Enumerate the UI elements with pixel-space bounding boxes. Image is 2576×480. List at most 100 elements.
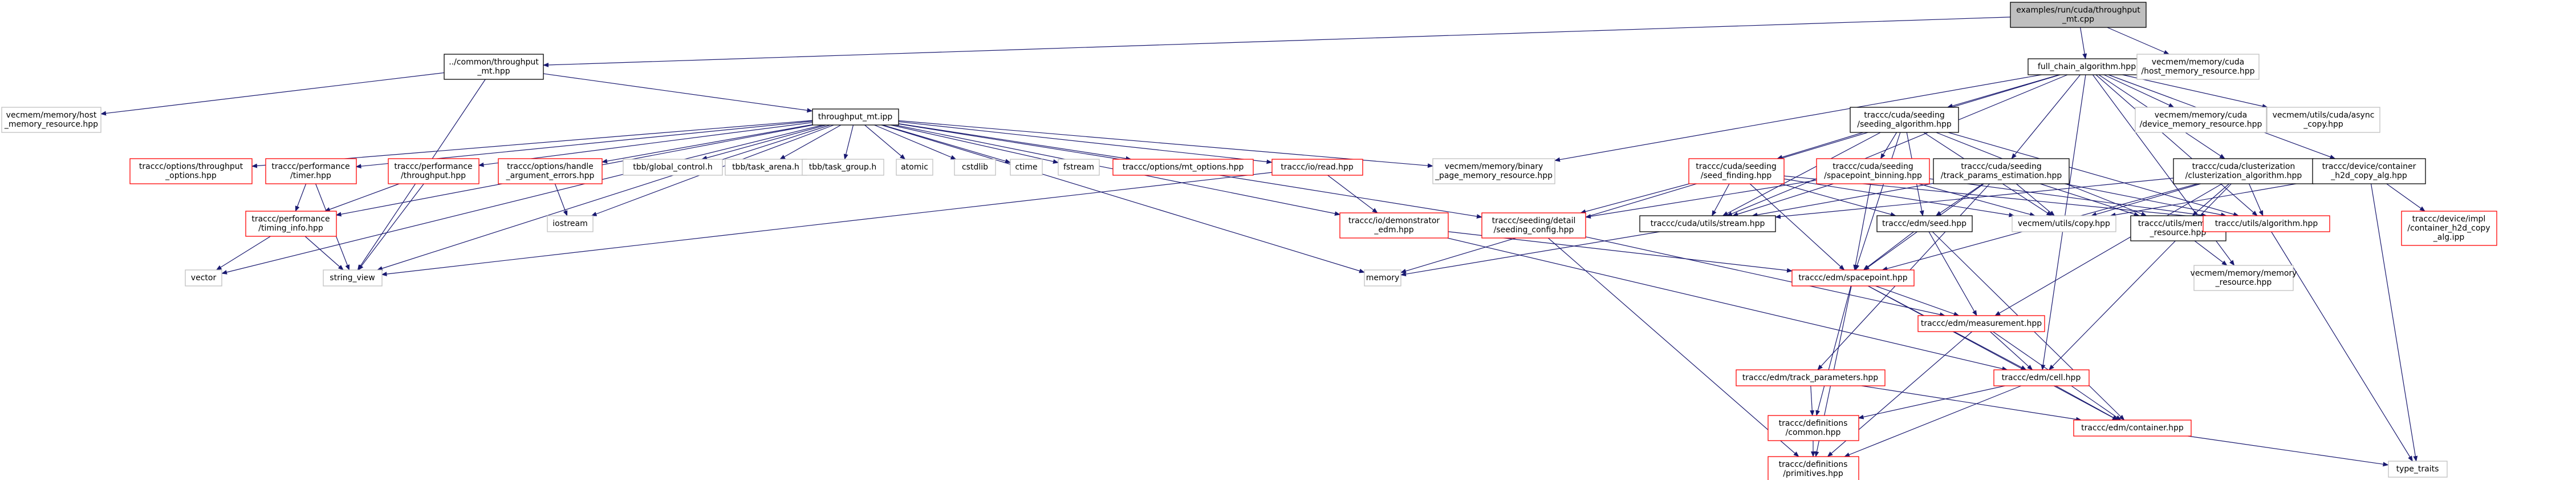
- edge-thr-mt-to-cstdlib: [874, 124, 957, 160]
- node-box: [623, 159, 723, 176]
- edge-stream-to-memory: [1400, 231, 1660, 277]
- node-box: [896, 159, 933, 176]
- edge-seeding-alg-to-stream: [1722, 132, 1881, 216]
- node-label: _mt.hpp: [477, 67, 510, 76]
- node-box: [1058, 159, 1100, 176]
- graph-node-common-thr[interactable]: ../common/throughput_mt.hpp: [444, 54, 544, 80]
- graph-node-def-prim[interactable]: traccc/definitions/primitives.hpp: [1768, 456, 1859, 480]
- graph-node-root[interactable]: examples/run/cuda/throughput_mt.cpp: [2010, 2, 2147, 28]
- edge-algorithm-to-type-traits: [2271, 231, 2413, 462]
- graph-node-stream[interactable]: traccc/cuda/utils/stream.hpp: [1639, 215, 1776, 232]
- graph-node-h2d-ipp[interactable]: traccc/device/impl/container_h2d_copy_al…: [2401, 211, 2497, 246]
- graph-node-seeding-alg[interactable]: traccc/cuda/seeding/seeding_algorithm.hp…: [1850, 107, 1959, 133]
- graph-node-iostream[interactable]: iostream: [547, 215, 594, 232]
- graph-node-vm-mem-res[interactable]: vecmem/memory/memory_resource.hpp: [2191, 265, 2297, 291]
- node-label: _page_memory_resource.hpp: [1435, 171, 1553, 180]
- edge-thr-mt-to-vm-binary: [898, 120, 1433, 168]
- graph-node-memory[interactable]: memory: [1364, 269, 1401, 287]
- edge-full-chain-to-stream: [1726, 74, 2068, 216]
- edge-full-chain-to-vm-binary: [1554, 74, 2042, 162]
- edge-perf-timing-to-string-view: [304, 236, 344, 271]
- node-box: [1339, 212, 1449, 239]
- edges-layer: [100, 17, 2425, 467]
- graph-node-thr-mt[interactable]: throughput_mt.ipp: [812, 108, 899, 126]
- node-label: _mt.cpp: [2062, 15, 2094, 24]
- graph-node-container[interactable]: traccc/edm/container.hpp: [2073, 420, 2192, 437]
- graph-node-edm-tp[interactable]: traccc/edm/track_parameters.hpp: [1736, 369, 1886, 386]
- graph-node-ctime[interactable]: ctime: [1010, 159, 1043, 176]
- node-label: _alg.ipp: [2433, 233, 2465, 242]
- node-label: vecmem/memory/cuda: [2152, 58, 2244, 67]
- graph-node-vm-cuda-host[interactable]: vecmem/memory/cuda/host_memory_resource.…: [2136, 54, 2260, 80]
- graph-node-measurement[interactable]: traccc/edm/measurement.hpp: [1917, 315, 2045, 332]
- node-box: [2388, 461, 2448, 478]
- graph-node-def-common[interactable]: traccc/definitions/common.hpp: [1768, 415, 1859, 441]
- graph-node-seeding-cfg[interactable]: traccc/seeding/detail/seeding_config.hpp: [1481, 212, 1586, 239]
- graph-node-edm-seed[interactable]: traccc/edm/seed.hpp: [1876, 215, 1973, 232]
- node-label: cstdlib: [962, 163, 988, 172]
- node-label: /seed_finding.hpp: [1701, 171, 1772, 180]
- graph-node-opt-mt[interactable]: traccc/options/mt_options.hpp: [1112, 159, 1254, 176]
- graph-node-track-params[interactable]: traccc/cuda/seeding/track_params_estimat…: [1933, 158, 2070, 184]
- graph-node-seed-finding[interactable]: traccc/cuda/seeding/seed_finding.hpp: [1688, 158, 1785, 184]
- graph-node-perf-timer[interactable]: traccc/performance/timer.hpp: [265, 158, 357, 184]
- edge-spacepoint-to-container: [1867, 285, 2118, 421]
- edge-seed-finding-to-stream: [1712, 183, 1730, 216]
- graph-node-cell[interactable]: traccc/edm/cell.hpp: [1993, 369, 2090, 386]
- node-box: [2136, 54, 2260, 80]
- node-label: vecmem/memory/host: [6, 111, 97, 120]
- graph-node-perf-timing[interactable]: traccc/performance/timing_info.hpp: [245, 211, 337, 237]
- node-label: ctime: [1015, 163, 1037, 172]
- edge-seed-finding-to-edm-seed: [1781, 183, 1896, 217]
- graph-node-tbb-tg[interactable]: tbb/task_group.h: [802, 159, 884, 176]
- graph-node-vm-binary[interactable]: vecmem/memory/binary_page_memory_resourc…: [1432, 158, 1555, 184]
- edge-io-demo-to-cell: [1447, 237, 2008, 371]
- graph-node-tbb-ta[interactable]: tbb/task_arena.h: [725, 159, 807, 176]
- edge-thr-mt-to-tbb-tg: [843, 124, 854, 160]
- graph-node-vm-async[interactable]: vecmem/utils/cuda/async_copy.hpp: [2266, 107, 2380, 133]
- node-label: tbb/global_control.h: [633, 163, 713, 172]
- graph-node-type-traits[interactable]: type_traits: [2388, 461, 2448, 478]
- graph-node-opt-handle[interactable]: traccc/options/handle_argument_errors.hp…: [498, 158, 603, 184]
- node-box: [1364, 269, 1401, 287]
- graph-node-h2d-copy[interactable]: traccc/device/container_h2d_copy_alg.hpp: [2312, 158, 2426, 184]
- graph-node-vm-cuda-dev[interactable]: vecmem/memory/cuda/device_memory_resourc…: [2135, 107, 2267, 133]
- graph-node-vm-copy[interactable]: vecmem/utils/copy.hpp: [2012, 215, 2116, 232]
- node-box: [498, 158, 603, 184]
- graph-node-opt-thr[interactable]: traccc/options/throughput_options.hpp: [129, 158, 253, 184]
- graph-node-clust-alg[interactable]: traccc/cuda/clusterization/clusterizatio…: [2173, 158, 2314, 184]
- edge-h2d-copy-to-h2d-ipp: [2386, 183, 2425, 212]
- graph-node-vm-host[interactable]: vecmem/memory/host_memory_resource.hpp: [1, 107, 101, 133]
- node-box: [1112, 159, 1254, 176]
- graph-node-algorithm[interactable]: traccc/utils/algorithm.hpp: [2203, 215, 2330, 232]
- edge-clust-alg-to-measurement: [1994, 183, 2222, 316]
- edge-thr-mt-to-opt-handle: [602, 124, 812, 164]
- edge-measurement-to-cell: [1990, 331, 2033, 370]
- edge-track-params-to-stream: [1752, 183, 1934, 217]
- node-label: _options.hpp: [165, 171, 217, 180]
- node-label: /seeding_algorithm.hpp: [1857, 120, 1952, 129]
- edge-perf-thr-to-perf-timing: [324, 183, 400, 212]
- node-label: traccc/cuda/seeding: [1864, 111, 1944, 120]
- graph-node-io-read[interactable]: traccc/io/read.hpp: [1271, 159, 1363, 176]
- node-label: /host_memory_resource.hpp: [2141, 67, 2254, 76]
- node-label: /timer.hpp: [290, 171, 331, 180]
- node-box: [1639, 215, 1776, 232]
- graph-node-atomic[interactable]: atomic: [896, 159, 933, 176]
- graph-node-tbb-gc[interactable]: tbb/global_control.h: [623, 159, 723, 176]
- graph-node-io-demo[interactable]: traccc/io/demonstrator_edm.hpp: [1339, 212, 1449, 239]
- graph-node-string-view[interactable]: string_view: [323, 269, 383, 287]
- node-box: [2135, 107, 2267, 133]
- node-label: traccc/edm/measurement.hpp: [1921, 319, 2042, 328]
- graph-node-vector[interactable]: vector: [185, 269, 222, 287]
- node-label: vecmem/memory/binary: [1445, 162, 1543, 171]
- graph-node-sp-binning[interactable]: traccc/cuda/seeding/spacepoint_binning.h…: [1816, 158, 1930, 184]
- edge-root-to-common-thr: [543, 17, 2011, 67]
- graph-node-perf-thr[interactable]: traccc/performance/throughput.hpp: [388, 158, 480, 184]
- graph-node-full-chain[interactable]: full_chain_algorithm.hpp: [2028, 58, 2146, 75]
- graph-node-fstream[interactable]: fstream: [1058, 159, 1100, 176]
- graph-node-spacepoint[interactable]: traccc/edm/spacepoint.hpp: [1791, 269, 1915, 287]
- edge-seeding-cfg-to-def-prim: [1547, 237, 1799, 457]
- nodes-layer: examples/run/cuda/throughput_mt.cpp ../co…: [1, 2, 2497, 480]
- graph-node-cstdlib[interactable]: cstdlib: [954, 159, 996, 176]
